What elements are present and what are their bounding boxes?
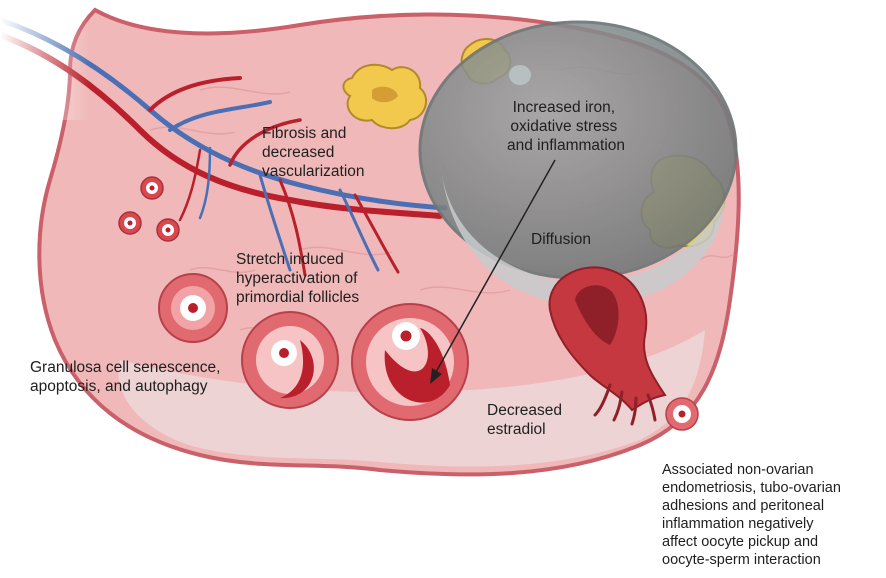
fibrosis-line: vascularization: [262, 163, 365, 180]
corpus-body-top: [343, 65, 426, 129]
associated-line: inflammation negatively: [662, 516, 814, 532]
primary-follicle: [159, 274, 227, 342]
stretch-line: Stretch induced: [236, 251, 344, 268]
estradiol-line: Decreased: [487, 402, 562, 419]
associated-label: Associated non-ovarian endometriosis, tu…: [662, 462, 845, 568]
iron-stress-line: and inflammation: [507, 137, 625, 154]
diffusion-label: Diffusion: [531, 231, 591, 248]
stretch-line: hyperactivation of: [236, 270, 358, 287]
primordial-follicle: [141, 177, 163, 199]
iron-stress-line: Increased iron,: [513, 99, 616, 116]
stretch-line: primordial follicles: [236, 289, 359, 306]
associated-line: oocyte-sperm interaction: [662, 552, 821, 568]
granulosa-line: Granulosa cell senescence,: [30, 359, 220, 376]
fibrosis-line: Fibrosis and: [262, 125, 346, 142]
estradiol-line: estradiol: [487, 421, 546, 438]
granulosa-line: apoptosis, and autophagy: [30, 378, 208, 395]
associated-line: Associated non-ovarian: [662, 462, 814, 478]
released-oocyte: [666, 398, 698, 430]
iron-stress-label: Increased iron, oxidative stress and inf…: [507, 99, 625, 154]
iron-stress-line: oxidative stress: [510, 118, 617, 135]
antral-follicle-1: [242, 312, 338, 408]
primordial-follicle: [157, 219, 179, 241]
associated-line: affect oocyte pickup and: [662, 534, 818, 550]
fibrosis-line: decreased: [262, 144, 334, 161]
primordial-follicle: [119, 212, 141, 234]
antral-follicle-2: [352, 304, 468, 420]
associated-line: adhesions and peritoneal: [662, 498, 824, 514]
stretch-label: Stretch induced hyperactivation of primo…: [236, 251, 362, 306]
associated-line: endometriosis, tubo-ovarian: [662, 480, 841, 496]
